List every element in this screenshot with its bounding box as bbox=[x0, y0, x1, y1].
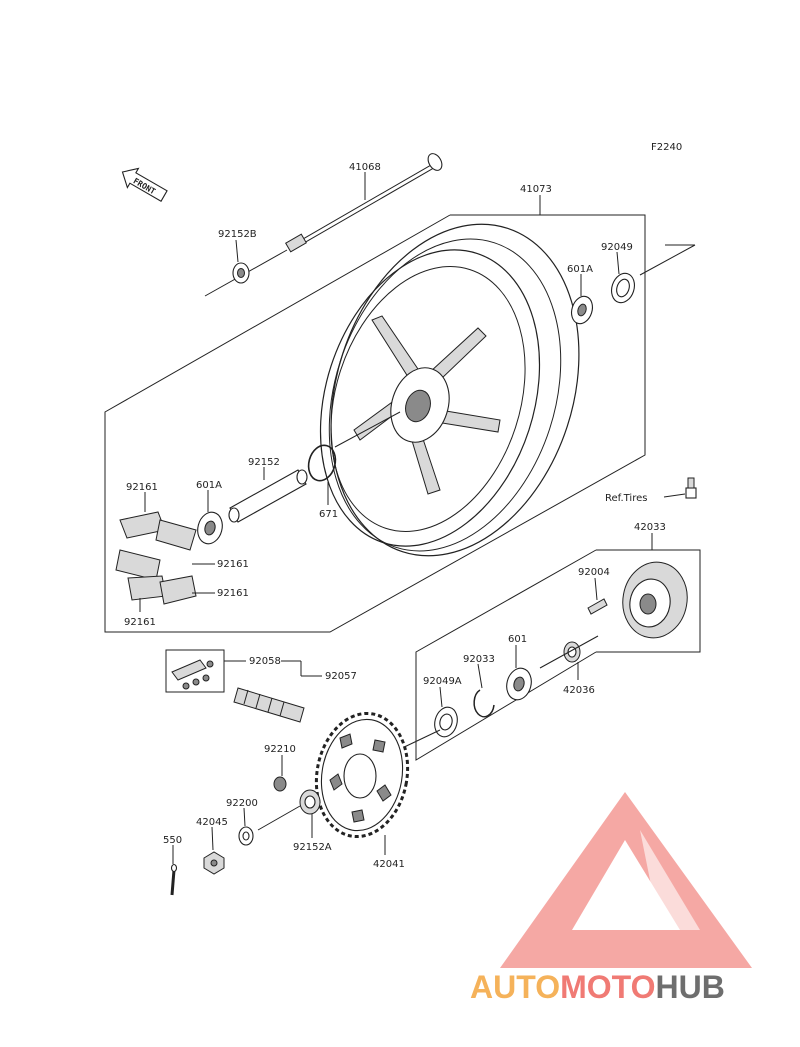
label-circlip: 92033 bbox=[463, 654, 495, 665]
rear-wheel bbox=[319, 223, 580, 557]
front-arrow-icon: FRONT bbox=[121, 167, 168, 202]
axle-nut bbox=[203, 851, 225, 875]
label-damper-low: 92161 bbox=[217, 588, 249, 599]
label-washer: 92200 bbox=[226, 798, 258, 809]
label-sleeve: 92152 bbox=[248, 457, 280, 468]
label-bearing-right: 601A bbox=[567, 264, 593, 275]
seal-right bbox=[611, 272, 635, 304]
oring bbox=[307, 444, 337, 482]
sprocket bbox=[314, 711, 410, 839]
cotter-pin bbox=[170, 863, 178, 896]
label-nut: 92210 bbox=[264, 744, 296, 755]
seal-coupling bbox=[434, 706, 458, 738]
label-chain-link: 92058 bbox=[249, 656, 281, 667]
label-seal-right: 92049 bbox=[601, 242, 633, 253]
figure-code: F2240 bbox=[651, 142, 682, 153]
washer bbox=[238, 826, 254, 846]
watermark-moto: MOTO bbox=[560, 969, 655, 1005]
label-coupling: 42033 bbox=[634, 522, 666, 533]
watermark-hub: HUB bbox=[655, 969, 724, 1005]
label-oring: 671 bbox=[319, 509, 338, 520]
label-axle-nut: 42045 bbox=[196, 817, 228, 828]
coupling bbox=[622, 561, 688, 639]
sleeve bbox=[228, 469, 308, 523]
label-axle: 41068 bbox=[349, 162, 381, 173]
chain-segment bbox=[233, 687, 305, 723]
valve-icon bbox=[685, 477, 697, 499]
chain-link-box bbox=[165, 649, 225, 693]
label-wheel: 41073 bbox=[520, 184, 552, 195]
bearing-coupling bbox=[506, 667, 532, 701]
bearing-left bbox=[197, 511, 223, 545]
label-collar-sprocket: 92152A bbox=[293, 842, 332, 853]
watermark-auto: AUTO bbox=[470, 969, 560, 1005]
label-bearing-coupling: 601 bbox=[508, 634, 527, 645]
label-cotter-pin: 550 bbox=[163, 835, 182, 846]
collar-left bbox=[232, 262, 250, 284]
chain-link-parts bbox=[171, 659, 214, 690]
axle bbox=[285, 153, 443, 253]
stud bbox=[587, 598, 608, 615]
ref-tires-note: Ref.Tires bbox=[605, 493, 647, 504]
label-bearing-left: 601A bbox=[196, 480, 222, 491]
label-collar-coupling: 42036 bbox=[563, 685, 595, 696]
collar-coupling bbox=[563, 641, 581, 663]
label-seal-coupling: 92049A bbox=[423, 676, 462, 687]
label-stud: 92004 bbox=[578, 567, 610, 578]
label-damper-bottom: 92161 bbox=[124, 617, 156, 628]
wheel-group-frame bbox=[104, 214, 646, 633]
label-damper-top: 92161 bbox=[126, 482, 158, 493]
label-collar-left: 92152B bbox=[218, 229, 257, 240]
label-sprocket: 42041 bbox=[373, 859, 405, 870]
bearing-right bbox=[571, 295, 593, 325]
damper-rubbers bbox=[115, 511, 197, 605]
watermark-text: AUTOMOTOHUB bbox=[470, 969, 725, 1005]
coupling-group-frame bbox=[596, 549, 701, 653]
circlip bbox=[473, 689, 495, 718]
watermark-logo bbox=[500, 792, 752, 968]
collar-sprocket bbox=[299, 789, 321, 815]
label-chain: 92057 bbox=[325, 671, 357, 682]
label-damper-mid: 92161 bbox=[217, 559, 249, 570]
nut bbox=[273, 776, 287, 792]
